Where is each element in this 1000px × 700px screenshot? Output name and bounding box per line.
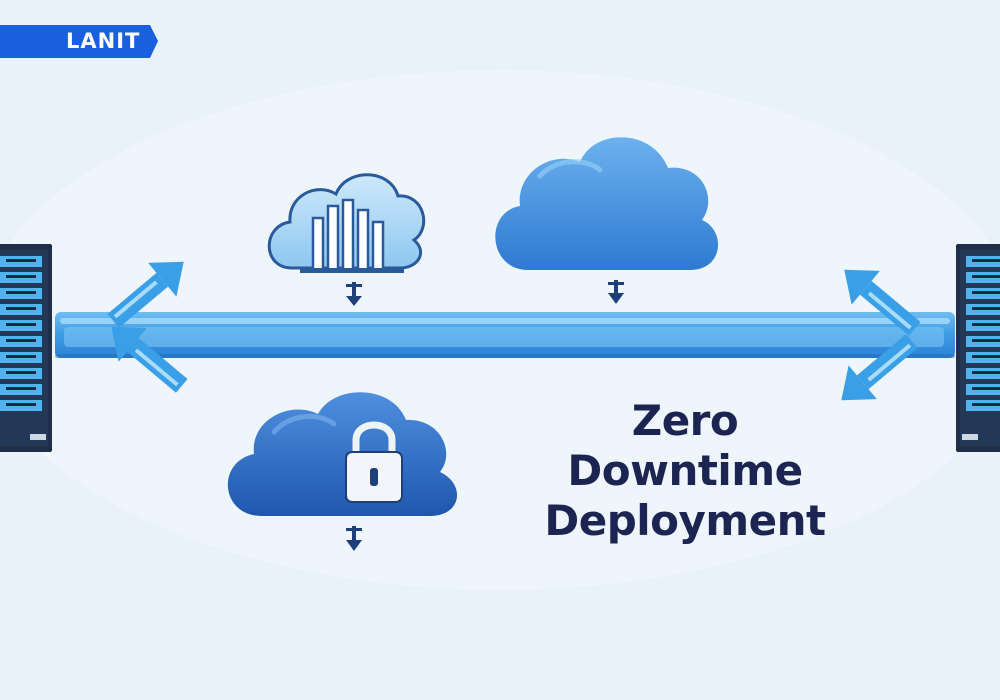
left-server-rack-icon	[0, 244, 52, 452]
brand-logo: LANIT	[0, 25, 158, 58]
headline-line-3: Deployment	[544, 496, 826, 545]
download-arrow-icon	[608, 280, 624, 304]
brand-logo-text: LANIT	[66, 29, 141, 53]
arrow-icon	[841, 334, 918, 401]
headline-line-2: Downtime	[567, 446, 803, 495]
cloud-lock-icon	[227, 392, 458, 551]
cloud-analytics-icon	[267, 173, 426, 306]
arrow-icon	[111, 326, 188, 393]
download-arrow-icon	[346, 526, 362, 551]
deployment-pipeline	[55, 312, 955, 358]
arrow-icon	[107, 261, 184, 328]
headline-line-1: Zero	[631, 396, 739, 445]
download-arrow-icon	[346, 282, 362, 306]
right-sync-arrows-icon	[841, 269, 921, 401]
brand-logo-badge	[0, 25, 158, 58]
cloud-icon	[495, 137, 719, 304]
headline: Zero Downtime Deployment	[520, 396, 850, 546]
arrow-icon	[844, 269, 921, 336]
right-server-rack-icon	[956, 244, 1000, 452]
left-sync-arrows-icon	[107, 261, 188, 393]
lock-icon	[345, 421, 403, 503]
